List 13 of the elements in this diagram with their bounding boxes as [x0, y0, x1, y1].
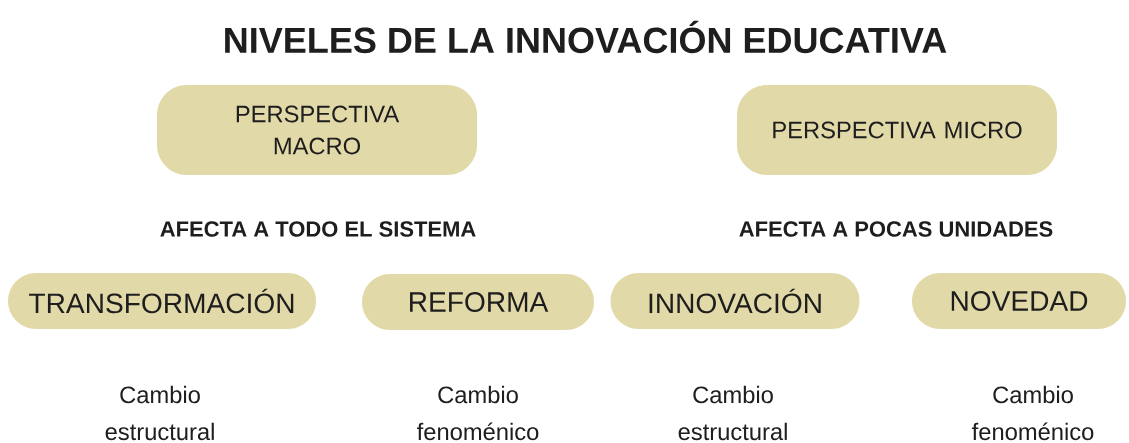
caption-text: Cambio estructural — [105, 385, 214, 441]
pill-box: PERSPECTIVA MICRO — [737, 85, 1057, 175]
caption-text: Cambio fenoménico — [417, 385, 539, 441]
pill-box: PERSPECTIVA MACRO — [157, 85, 477, 175]
caption-text: Cambio fenoménico — [972, 385, 1094, 441]
pill-box: NOVEDAD — [912, 273, 1126, 329]
heading-text: AFECTA A TODO EL SISTEMA — [160, 221, 476, 237]
caption-text: Cambio estructural — [678, 385, 787, 441]
pill-box: TRANSFORMACIÓN — [8, 273, 316, 329]
pill-box: REFORMA — [362, 274, 594, 330]
title: NIVELES DE LA INNOVACIÓN EDUCATIVA — [225, 20, 947, 54]
pill-box: INNOVACIÓN — [610, 273, 860, 329]
heading-text: AFECTA A POCAS UNIDADES — [739, 221, 1053, 237]
